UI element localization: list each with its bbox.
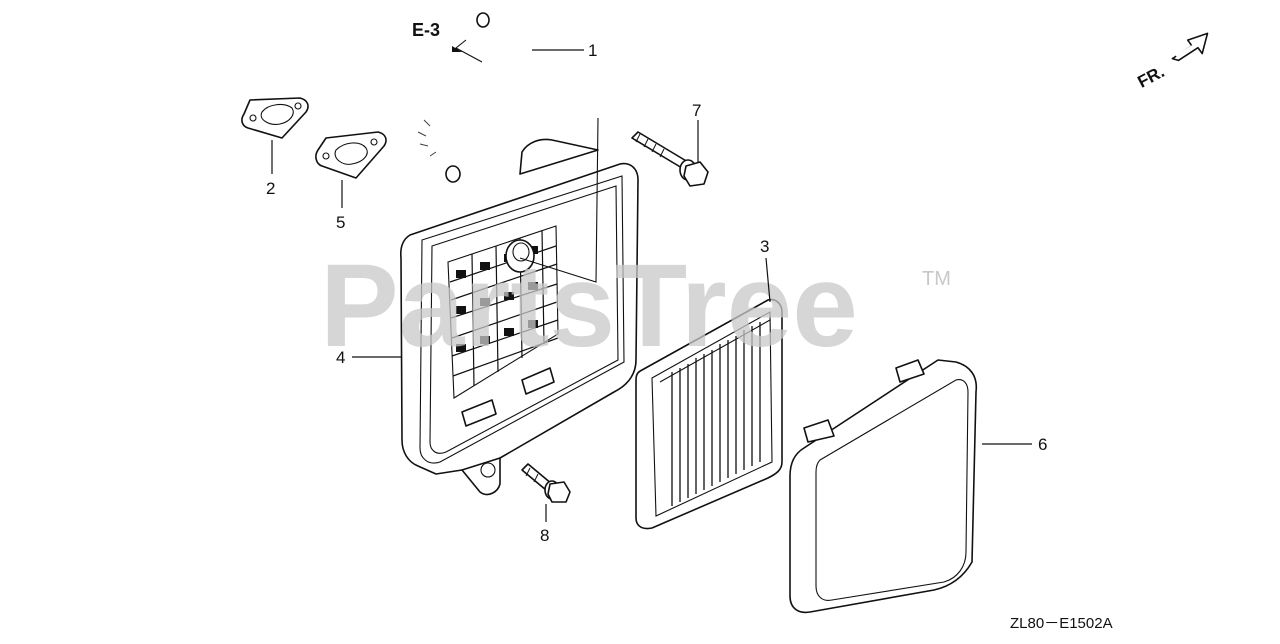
flange-bolt-short-drawing[interactable]	[521, 463, 571, 503]
callout-2[interactable]: 2	[266, 179, 275, 198]
watermark-brand: PartsTree	[320, 240, 858, 372]
callout-3[interactable]: 3	[760, 237, 769, 256]
air-cleaner-case-drawing[interactable]	[399, 117, 639, 496]
watermark: PartsTree TM	[320, 240, 951, 372]
callout-5[interactable]: 5	[336, 213, 345, 232]
watermark-trademark: TM	[922, 268, 951, 290]
callout-6[interactable]: 6	[1038, 435, 1047, 454]
section-reference-label: E-3	[412, 20, 440, 40]
front-direction-indicator: FR.	[1134, 32, 1209, 92]
callout-8[interactable]: 8	[540, 526, 549, 545]
section-reference: E-3	[412, 20, 483, 63]
callout-7[interactable]: 7	[692, 101, 701, 120]
gasket-a-drawing[interactable]	[241, 97, 309, 139]
breather-tube-drawing[interactable]	[411, 12, 534, 183]
gasket-b-drawing[interactable]	[315, 131, 387, 179]
air-cleaner-cover-drawing[interactable]	[789, 359, 978, 614]
diagram-code: ZL80－E1502A	[1010, 615, 1113, 632]
filter-element-drawing[interactable]	[635, 298, 783, 530]
callout-1[interactable]: 1	[588, 41, 597, 60]
callout-numbers: 1 2 3 4 5 6 7 8	[266, 41, 1047, 545]
front-label: FR.	[1134, 62, 1167, 92]
flange-bolt-long-drawing[interactable]	[631, 131, 709, 187]
callout-4[interactable]: 4	[336, 348, 345, 367]
callout-leaders	[271, 49, 1032, 522]
